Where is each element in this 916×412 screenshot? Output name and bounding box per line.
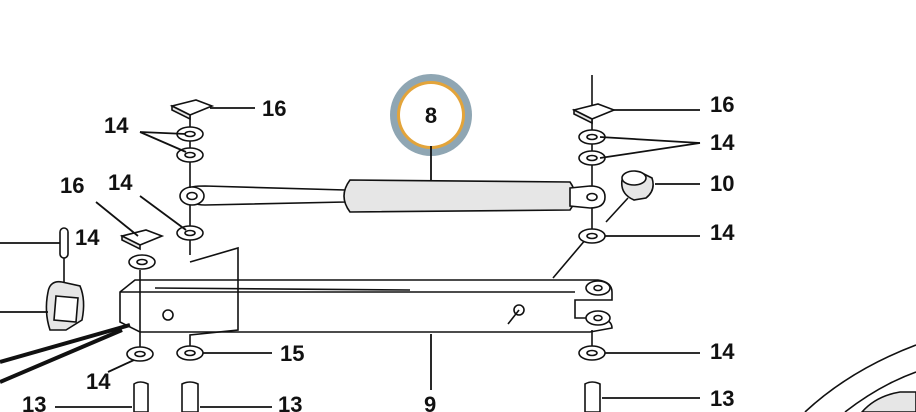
pin <box>59 227 69 259</box>
clip-16-top-left-side <box>171 104 191 121</box>
bolt-13-right <box>584 381 601 412</box>
callout-face <box>400 84 462 146</box>
label-14-mid-left-a: 14 <box>108 170 133 195</box>
label-14-bottom-right: 14 <box>710 339 735 364</box>
partial-outline-1 <box>804 344 916 412</box>
washer-leaders <box>107 131 701 373</box>
gas-strut <box>179 179 606 213</box>
label-14-top-left: 14 <box>104 113 129 138</box>
center-line-left-bent <box>189 246 239 352</box>
washer-14-left-1-hole <box>184 130 196 138</box>
bolt-13-far-left <box>133 381 149 412</box>
arm-groove <box>154 287 411 291</box>
arm-hole-left <box>162 309 174 321</box>
bolt-13-left <box>181 381 199 412</box>
arm-pin-mark <box>507 309 520 325</box>
bolts <box>55 381 700 412</box>
leader-14-mid-left <box>139 195 187 231</box>
label-16-top-right: 16 <box>710 92 734 117</box>
washer-14-right-1-hole <box>586 133 598 141</box>
label-16-mid-left: 16 <box>60 173 84 198</box>
callout-number: 8 <box>425 103 437 128</box>
bumper-center-line <box>605 197 629 223</box>
strut-rod <box>189 185 346 206</box>
rod-upper <box>0 323 131 364</box>
label-13-right: 13 <box>710 386 734 411</box>
strut-rod-eye-hole <box>186 191 198 201</box>
washer-14-far-left-hole <box>136 258 148 266</box>
label-14-mid-right: 14 <box>710 220 735 245</box>
callout-8: 8 <box>390 74 472 180</box>
left-hardware <box>0 227 131 384</box>
washer-14-right-3-hole <box>586 232 598 240</box>
leader-14-top-left-b <box>139 131 187 135</box>
right-edge-partial-part <box>804 344 916 412</box>
leader-14-top-left-a <box>139 131 187 153</box>
leader-16-mid-left <box>95 201 139 237</box>
washer-14-right-bottom-hole <box>586 349 598 357</box>
leader-14-top-right-b <box>599 142 701 159</box>
clip-top-left <box>169 99 255 121</box>
clip-top-right <box>571 103 700 125</box>
washer-14-right-2-hole <box>586 154 598 162</box>
washer-14-bottom-left-hole <box>134 350 146 358</box>
label-15: 15 <box>280 341 304 366</box>
washer-15-bottom-hole <box>184 349 196 357</box>
bumper-top <box>621 170 647 186</box>
block-face <box>53 295 79 323</box>
strut-cylinder <box>343 179 576 213</box>
main-arm <box>119 279 613 390</box>
label-10: 10 <box>710 171 734 196</box>
washer-14-left-2-hole <box>184 151 196 159</box>
arm-upper-clevis-hole <box>593 284 603 292</box>
label-14-mid-left-b: 14 <box>75 225 100 250</box>
clip-16-mid-left-side <box>121 234 141 251</box>
rod-lower <box>0 328 123 384</box>
labels: 16 14 16 14 14 14 13 13 15 9 16 14 10 14… <box>22 92 735 412</box>
label-9: 9 <box>424 392 436 412</box>
label-13-left: 13 <box>278 392 302 412</box>
label-14-top-right: 14 <box>710 130 735 155</box>
label-14-bottom-left: 14 <box>86 369 111 394</box>
strut-cylinder-eye-hole <box>586 192 598 202</box>
partial-outline-2 <box>844 371 916 412</box>
bumper-10 <box>605 170 700 223</box>
leader-14-top-right-a <box>599 136 701 144</box>
label-16-top-left: 16 <box>262 96 286 121</box>
label-13-far-left: 13 <box>22 392 46 412</box>
clip-16-top-right-side <box>573 108 593 125</box>
arm-lower-clevis-hole <box>593 314 603 322</box>
partial-shade <box>860 391 916 412</box>
clip-mid-left <box>95 201 165 251</box>
washer-14-left-3-hole <box>184 229 196 237</box>
leader-14-bottom-left <box>107 359 135 373</box>
